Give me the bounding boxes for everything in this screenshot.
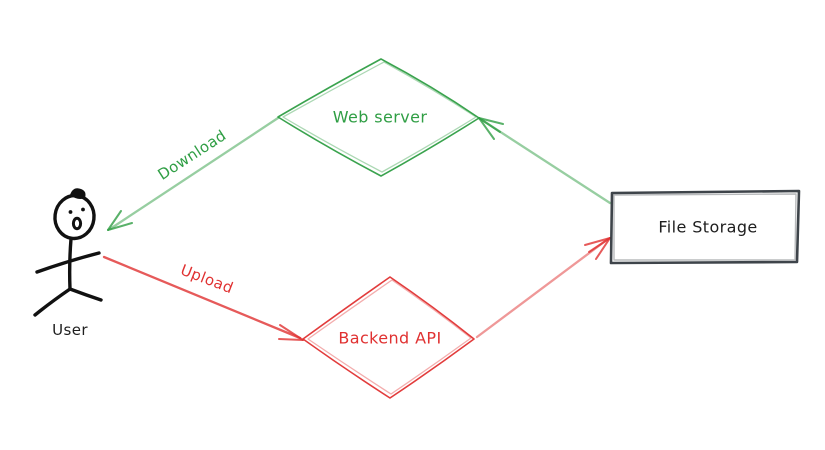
backend-api-diamond xyxy=(302,276,475,399)
file-storage-box xyxy=(609,189,801,265)
edge-backend-to-storage xyxy=(475,237,611,339)
web-server-diamond xyxy=(277,58,480,177)
user-figure xyxy=(33,188,103,317)
user-label: User xyxy=(52,321,88,339)
edge-webserver-to-user xyxy=(107,116,280,231)
backend-api-label: Backend API xyxy=(338,328,442,348)
mouth xyxy=(71,216,83,231)
hair xyxy=(70,188,86,199)
web-server-label: Web server xyxy=(332,107,428,127)
edge-user-to-backend xyxy=(102,255,304,341)
edge-storage-to-webserver xyxy=(478,117,612,205)
left-eye xyxy=(68,210,73,214)
file-storage-label: File Storage xyxy=(658,217,758,237)
right-eye xyxy=(81,207,85,212)
